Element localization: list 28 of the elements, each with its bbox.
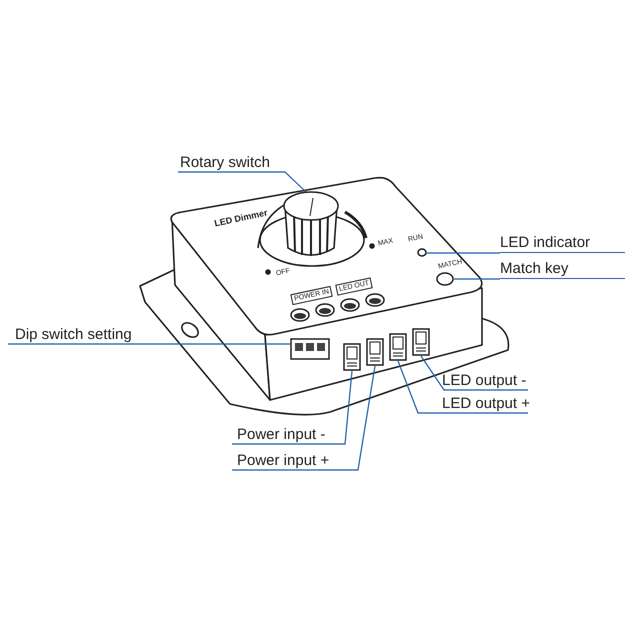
dip-switch [290, 338, 330, 360]
indicator-led [417, 248, 427, 257]
callout-label: Match key [500, 259, 570, 278]
match-button [436, 272, 454, 286]
callout-label: LED indicator [500, 233, 592, 252]
leader-line [397, 360, 528, 414]
leader-line [8, 343, 290, 345]
screw-hole [340, 298, 360, 312]
screw-hole [290, 308, 310, 322]
screw-hole [315, 303, 335, 317]
leader-line [454, 278, 500, 280]
callout-label: LED output + [442, 394, 528, 413]
leader-line [420, 356, 528, 391]
callout-label: Power input - [237, 425, 326, 444]
terminal-block [412, 328, 430, 356]
callout-label: Dip switch setting [15, 325, 133, 344]
terminal-block [366, 338, 384, 366]
callout-label: Power input + [237, 451, 330, 470]
product-label: LED Dimmer [213, 208, 269, 230]
callout-label: Rotary switch [180, 153, 272, 172]
leader-line [232, 370, 353, 445]
callout-label: LED output - [442, 371, 528, 390]
leader-line [427, 252, 500, 254]
leader-line [178, 171, 306, 192]
leader-line [232, 366, 376, 471]
terminal-block [343, 343, 361, 371]
screw-hole [365, 293, 385, 307]
terminal-block [389, 333, 407, 361]
